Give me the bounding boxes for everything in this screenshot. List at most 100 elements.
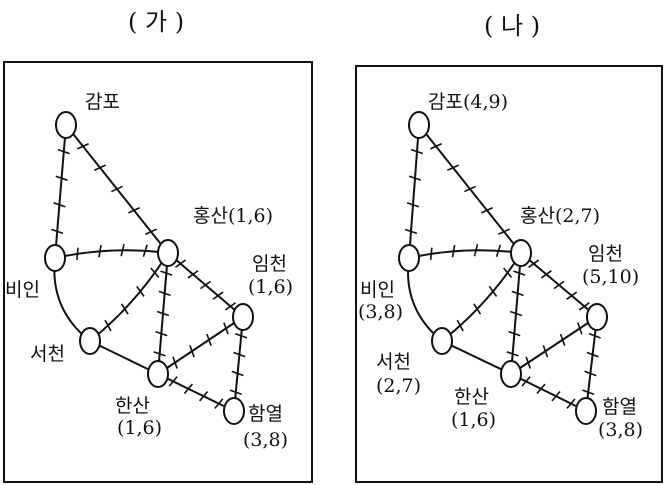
edge-na-hansan-hamyeol	[510, 373, 587, 412]
edge-tick-na-bi-in-hongsan-3	[473, 244, 479, 257]
edge-ga-hansan-imcheon	[157, 316, 244, 375]
edge-tick-na-gampo-bi-in-4	[404, 228, 418, 235]
edge-tick-na-hongsan-hansan-5	[506, 351, 519, 357]
edge-tick-na-imcheon-hamyeol-4	[582, 389, 595, 396]
edge-tick-ga-hongsan-imcheon-1	[174, 259, 187, 268]
edge-tick-ga-hongsan-hansan-4	[155, 330, 168, 337]
node-na-hamyeol	[575, 397, 597, 425]
edge-tick-ga-imcheon-hamyeol-3	[231, 370, 244, 377]
edge-tick-ga-hansan-hamyeol-2	[183, 383, 193, 395]
edge-tick-na-bi-in-hongsan-2	[451, 244, 456, 258]
node-na-bi-in	[398, 244, 420, 272]
node-name-na-hamyeol: 함열	[602, 396, 637, 418]
edge-na-bi-in-hongsan	[408, 249, 522, 259]
edge-tick-na-hongsan-hansan-3	[509, 310, 523, 317]
node-name-na-imcheon: 임천	[588, 243, 623, 265]
edge-tick-ga-gampo-hongsan-3	[111, 185, 123, 193]
edge-tick-na-hongsan-imcheon-5	[578, 302, 590, 311]
edge-tick-ga-gampo-hongsan-4	[128, 207, 140, 214]
node-label-na-gampo: 감포(4,9)	[428, 91, 508, 113]
edge-tick-na-seocheon-hongsan-4	[503, 267, 513, 278]
edge-tick-na-seocheon-hongsan-2	[473, 303, 482, 315]
node-ga-hamyeol	[223, 397, 245, 425]
edge-tick-ga-hongsan-hansan-3	[156, 310, 170, 317]
edge-tick-ga-hansan-hamyeol-3	[199, 390, 209, 402]
node-name-ga-bi-in: 비인	[5, 279, 40, 301]
node-name-ga-hansan: 한산	[115, 395, 150, 417]
edge-tick-ga-seocheon-hongsan-1	[104, 319, 112, 332]
edge-tick-na-imcheon-hamyeol-2	[586, 351, 599, 358]
edge-tick-ga-gampo-hongsan-5	[145, 228, 157, 235]
edge-tick-ga-imcheon-hamyeol-4	[229, 389, 242, 396]
node-ga-gampo	[55, 111, 77, 139]
edge-tick-na-hansan-hamyeol-3	[551, 390, 561, 402]
node-na-imcheon	[586, 303, 608, 331]
edge-tick-ga-seocheon-hongsan-3	[136, 285, 145, 297]
node-name-na-bi-in: 비인	[360, 279, 395, 301]
edge-tick-na-hongsan-hansan-4	[508, 330, 521, 337]
node-na-hongsan	[510, 239, 532, 267]
panel-title-na: ( 나 )	[484, 12, 541, 40]
edge-tick-na-hansan-imcheon-3	[559, 333, 566, 346]
edge-tick-na-imcheon-hamyeol-1	[588, 332, 601, 339]
edge-tick-na-hongsan-imcheon-4	[566, 291, 578, 300]
edge-tick-ga-hongsan-imcheon-2	[187, 270, 199, 279]
edge-tick-ga-hansan-imcheon-3	[206, 333, 212, 346]
node-ga-imcheon	[232, 303, 254, 331]
edge-tick-ga-hongsan-hansan-1	[160, 270, 173, 276]
edge-tick-ga-bi-in-hongsan-4	[142, 244, 148, 257]
edge-tick-na-imcheon-hamyeol-3	[584, 370, 597, 377]
panel-frame-ga	[3, 61, 313, 483]
edge-tick-ga-imcheon-hamyeol-1	[235, 332, 248, 339]
edge-tick-na-hansan-hamyeol-1	[521, 376, 531, 387]
edge-tick-ga-hongsan-hansan-5	[153, 351, 166, 357]
edge-tick-na-hongsan-hansan-2	[511, 290, 524, 297]
node-ga-hansan	[147, 360, 169, 388]
edge-tick-ga-hongsan-hansan-2	[158, 290, 171, 297]
edge-tick-na-hongsan-hansan-1	[513, 270, 526, 276]
node-value-na-hamyeol: (3,8)	[598, 419, 643, 441]
edge-tick-ga-hongsan-imcheon-3	[199, 280, 212, 290]
edge-tick-ga-imcheon-hamyeol-2	[233, 351, 246, 358]
edge-ga-imcheon-hamyeol	[233, 316, 244, 412]
edge-na-imcheon-hamyeol	[585, 316, 598, 412]
edge-tick-na-hansan-imcheon-2	[542, 345, 549, 358]
edge-tick-ga-gampo-hongsan-2	[94, 164, 106, 171]
node-label-ga-hongsan: 홍산(1,6)	[193, 205, 273, 227]
edge-tick-na-gampo-bi-in-3	[406, 202, 420, 208]
node-name-ga-seocheon: 서천	[30, 343, 65, 365]
edge-tick-na-gampo-hongsan-4	[481, 207, 493, 214]
panel-title-ga: ( 가 )	[128, 8, 185, 36]
edge-tick-na-hansan-imcheon-1	[525, 356, 532, 369]
node-value-na-imcheon: (5,10)	[582, 266, 639, 288]
edge-tick-na-hongsan-imcheon-2	[540, 270, 552, 279]
edge-tick-na-gampo-hongsan-3	[464, 185, 476, 193]
edge-tick-ga-hansan-hamyeol-4	[214, 398, 224, 409]
edge-tick-ga-gampo-hongsan-1	[77, 143, 89, 150]
edge-na-gampo-bi-in	[408, 124, 420, 259]
edge-tick-ga-gampo-bi-in-3	[53, 202, 66, 208]
node-name-ga-gampo: 감포	[85, 91, 120, 113]
edge-ga-hansan-hamyeol	[157, 373, 235, 412]
node-na-hansan	[500, 360, 522, 388]
edge-tick-ga-gampo-bi-in-2	[55, 175, 68, 181]
edge-tick-na-gampo-hongsan-1	[430, 143, 442, 150]
edge-na-seocheon-hongsan	[441, 252, 522, 342]
edge-tick-ga-hongsan-imcheon-4	[212, 291, 224, 300]
edge-tick-ga-hansan-imcheon-2	[189, 345, 195, 358]
edge-tick-na-gampo-hongsan-2	[447, 164, 459, 171]
edge-tick-ga-hansan-hamyeol-1	[168, 376, 178, 387]
edge-tick-na-hongsan-imcheon-1	[528, 259, 540, 268]
node-name-na-hansan: 한산	[454, 386, 489, 408]
node-label-na-hongsan: 홍산(2,7)	[520, 205, 600, 227]
edge-tick-na-seocheon-hongsan-3	[488, 285, 498, 297]
edge-tick-na-seocheon-hongsan-1	[456, 319, 464, 332]
node-ga-bi-in	[44, 244, 66, 272]
node-name-ga-hamyeol: 함열	[248, 403, 283, 425]
edge-tick-na-gampo-bi-in-2	[408, 175, 422, 181]
edge-tick-ga-hongsan-imcheon-5	[224, 302, 237, 311]
node-name-ga-imcheon: 임천	[252, 253, 287, 275]
panel-frame-na	[355, 65, 663, 483]
edge-ga-gampo-bi-in	[54, 124, 67, 259]
